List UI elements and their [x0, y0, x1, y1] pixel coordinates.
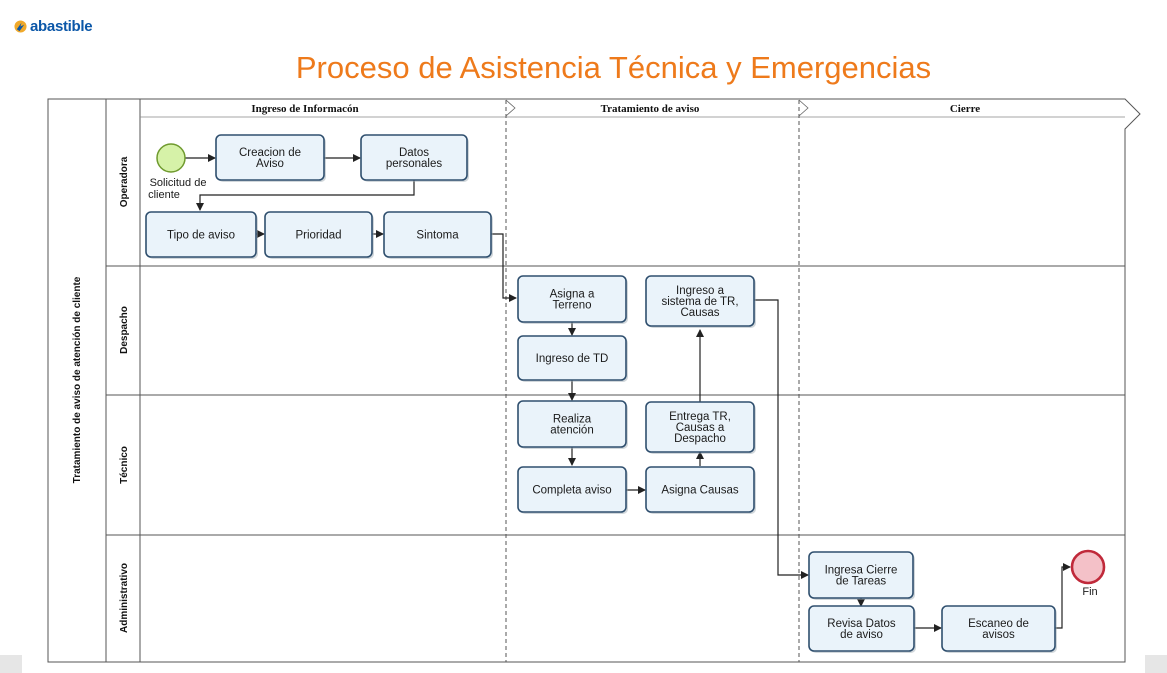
task-label-line: atención [550, 425, 593, 437]
flow-connectors [185, 154, 1071, 632]
task-sintoma: Sintoma [383, 211, 493, 259]
task-label-line: Terreno [553, 300, 592, 312]
task-label-line: Causas [681, 307, 720, 319]
lane-label-administrativo: Administrativo [119, 563, 130, 633]
pool-label: Tratamiento de aviso de atención de clie… [72, 276, 83, 483]
lane-label-tecnico: Técnico [119, 446, 130, 484]
task-label-line: Ingreso de TD [536, 353, 609, 365]
task-label-line: Datos [399, 147, 429, 159]
start-event-label-line2: cliente [148, 189, 180, 201]
task-label-line: de Tareas [836, 576, 887, 588]
task-label-line: Aviso [256, 158, 284, 170]
task-label-line: Asigna a [550, 289, 595, 301]
end-event-label: Fin [1082, 586, 1097, 598]
brand-logo: abastible [14, 18, 93, 35]
task-prioridad: Prioridad [264, 211, 374, 259]
task-label-line: Causas a [676, 422, 725, 434]
task-label-line: Realiza [553, 414, 592, 426]
phase-label-tratamiento: Tratamiento de aviso [601, 103, 700, 115]
scroll-right-handle[interactable] [1145, 655, 1167, 673]
start-event [156, 143, 186, 173]
task-label-line: sistema de TR, [661, 296, 738, 308]
task-label-line: avisos [982, 629, 1015, 641]
scroll-left-handle[interactable] [0, 655, 22, 673]
task-label-line: de aviso [840, 629, 883, 641]
task-label-line: Creacion de [239, 147, 301, 159]
task-label-line: Sintoma [416, 230, 459, 242]
task-label-line: Asigna Causas [661, 485, 739, 497]
task-label-line: Ingreso a [676, 285, 725, 297]
task-label-line: Tipo de aviso [167, 230, 235, 242]
phase-label-ingreso: Ingreso de Informacón [251, 103, 358, 115]
task-completa: Completa aviso [517, 466, 628, 514]
task-label-line: Revisa Datos [827, 618, 896, 630]
task-label-line: Completa aviso [532, 485, 611, 497]
task-label-line: Prioridad [295, 230, 341, 242]
task-label-line: Entrega TR, [669, 411, 731, 423]
task-label-line: Escaneo de [968, 618, 1029, 630]
brand-name: abastible [30, 18, 93, 35]
start-event-label-line1: Solicitud de [150, 177, 207, 189]
task-label-line: Ingresa Cierre [825, 565, 898, 577]
lane-label-operadora: Operadora [119, 156, 130, 207]
page-title: Proceso de Asistencia Técnica y Emergenc… [295, 50, 932, 85]
phase-label-cierre: Cierre [950, 103, 980, 115]
brand-flame-icon [14, 20, 27, 33]
lane-label-despacho: Despacho [119, 306, 130, 354]
task-ingreso-td: Ingreso de TD [517, 335, 628, 382]
pool-frame [47, 98, 1141, 663]
task-label-line: personales [386, 158, 443, 170]
end-event [1070, 549, 1106, 585]
task-asigna-causas: Asigna Causas [645, 466, 756, 514]
task-tipo: Tipo de aviso [145, 211, 258, 259]
task-label-line: Despacho [674, 433, 726, 445]
